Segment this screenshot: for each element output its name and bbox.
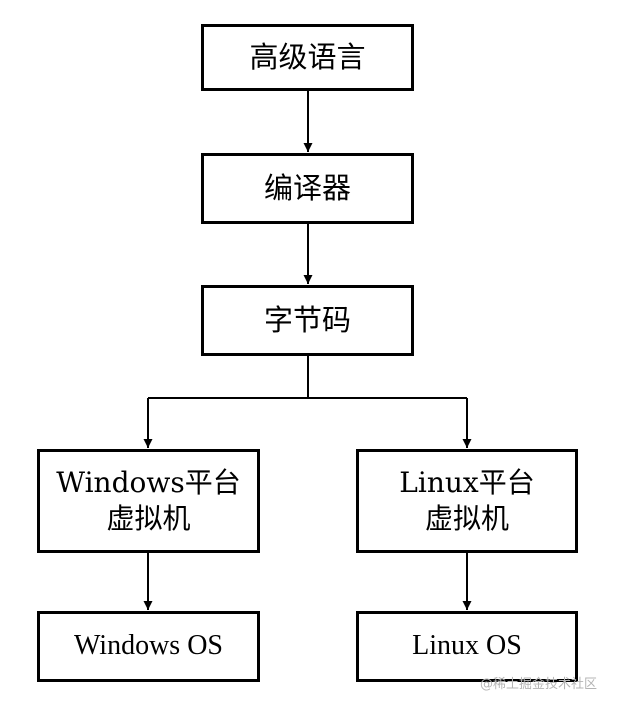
node-label-line-1: Windows平台 xyxy=(56,465,241,499)
node-windows-vm: Windows平台 虚拟机 xyxy=(37,449,260,553)
node-compiler: 编译器 xyxy=(201,153,414,224)
node-windows-os: Windows OS xyxy=(37,611,260,682)
node-label: 字节码 xyxy=(263,302,351,337)
node-label-line-1: Linux平台 xyxy=(399,465,535,499)
node-label: 编译器 xyxy=(263,170,351,205)
node-linux-vm: Linux平台 虚拟机 xyxy=(356,449,578,553)
node-label: 高级语言 xyxy=(249,39,366,74)
node-label: Windows OS xyxy=(74,630,223,662)
watermark: @稀土掘金技术社区 xyxy=(479,677,597,692)
node-label-line-2: 虚拟机 xyxy=(106,502,191,535)
node-high-level-language: 高级语言 xyxy=(201,24,414,91)
node-bytecode: 字节码 xyxy=(201,285,414,356)
node-linux-os: Linux OS xyxy=(356,611,578,682)
node-label-line-2: 虚拟机 xyxy=(424,502,509,535)
node-label: Linux OS xyxy=(412,630,522,662)
